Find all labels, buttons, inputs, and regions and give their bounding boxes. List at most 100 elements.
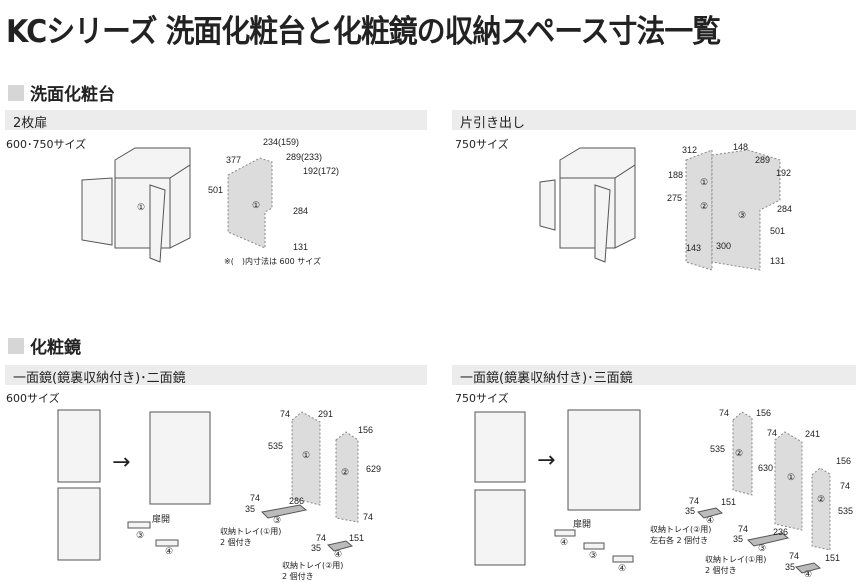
tray-label: 収納トレイ(①用) [705, 555, 767, 564]
dim-label: 74 [250, 493, 261, 503]
subheader-mirror-750: 一面鏡(鏡裏収納付き)･三面鏡 [452, 365, 856, 386]
dim-label: 630 [758, 463, 774, 473]
tray-count: 2 個付き [705, 566, 737, 575]
tray-count: 2 個付き [282, 572, 314, 581]
size-label: 750サイズ [455, 138, 509, 151]
dim-label: ② [735, 448, 744, 458]
dim-label: ④ [804, 569, 813, 579]
dim-label: 289 [755, 155, 771, 165]
dim-label: ① [700, 177, 709, 187]
dim-label: ④ [334, 549, 343, 559]
dim-label: 312 [682, 145, 698, 155]
tray [795, 562, 822, 574]
dim-label: ② [700, 201, 709, 211]
dim-label: ① [137, 202, 146, 212]
dim-label: 35 [245, 504, 256, 514]
subheader-2door: 2枚扉 [5, 110, 427, 131]
dim-label: ③ [136, 530, 145, 540]
heading-text: 化粧鏡 [30, 338, 81, 358]
storage-box-1 [685, 149, 713, 271]
mirror-illustration [149, 411, 211, 505]
dim-label: 535 [838, 506, 854, 516]
subheader-mirror-600: 一面鏡(鏡裏収納付き)･二面鏡 [5, 365, 427, 386]
dim-label: 501 [208, 185, 224, 195]
dim-label: 289(233) [286, 152, 323, 162]
door-open-label: 扉開 [152, 514, 171, 524]
dim-label: 192 [776, 168, 792, 178]
mirror-illustration [57, 487, 101, 561]
dim-label: 74 [738, 524, 749, 534]
dim-label: 151 [349, 533, 365, 543]
dim-label: 535 [268, 441, 284, 451]
dim-label: ④ [618, 563, 627, 573]
page-title: KCシリーズ 洗面化粧台と化粧鏡の収納スペース寸法一覧 [6, 14, 721, 50]
mirror-box-1 [291, 411, 321, 506]
dim-label: 74 [280, 409, 291, 419]
dim-label: 284 [293, 206, 309, 216]
dim-label: 74 [767, 428, 778, 438]
dim-label: 35 [685, 506, 696, 516]
storage-box-1 [227, 157, 273, 249]
mirror-illustration [57, 409, 101, 483]
dim-label: 151 [721, 497, 737, 507]
mirror-illustration [567, 409, 641, 511]
dim-label: ① [787, 472, 796, 482]
dim-label: 284 [777, 204, 793, 214]
dim-label: 74 [840, 481, 851, 491]
tray [746, 532, 790, 547]
dim-label: 241 [805, 429, 821, 439]
mirror-box-r1 [774, 431, 803, 531]
dim-label: 131 [770, 256, 786, 266]
tray [327, 540, 354, 552]
tray [697, 507, 724, 519]
door-open-label: 扉開 [573, 519, 592, 529]
dim-label: 35 [785, 562, 796, 572]
dim-label: 35 [733, 534, 744, 544]
dim-label: 156 [756, 408, 772, 418]
dim-label: 236 [773, 527, 789, 537]
dim-label: 286 [289, 496, 305, 506]
arrow-icon: → [112, 450, 131, 475]
heading-text: 洗面化粧台 [30, 85, 115, 105]
dim-label: 143 [686, 243, 702, 253]
dim-label: 156 [358, 425, 374, 435]
heading-square-icon [8, 84, 24, 101]
dim-label: 234(159) [263, 137, 300, 147]
dim-label: 300 [716, 241, 732, 251]
dim-label: ③ [758, 543, 767, 553]
dim-label: 501 [770, 226, 786, 236]
tray-label: 収納トレイ(②用) [282, 561, 344, 570]
dim-label: ③ [273, 515, 282, 525]
dim-label: ② [341, 467, 350, 477]
tray-label: 収納トレイ(①用) [220, 527, 282, 536]
tray [260, 504, 308, 519]
storage-box-3 [711, 149, 781, 271]
dim-label: 291 [318, 409, 334, 419]
dim-label: 74 [789, 551, 800, 561]
dim-label: ④ [706, 515, 715, 525]
mirror-illustration [474, 411, 526, 483]
dim-label: 74 [316, 533, 327, 543]
mirror-illustration [474, 489, 526, 566]
vanity-drawer-illustration [539, 147, 636, 263]
dim-label: ④ [165, 546, 174, 556]
arrow-icon: → [537, 448, 556, 473]
tray-label: 収納トレイ(②用) [650, 525, 712, 534]
dim-label: 156 [836, 456, 852, 466]
dim-label: ③ [738, 210, 747, 220]
section-heading-vanity: 洗面化粧台 [8, 80, 115, 105]
section-heading-mirror: 化粧鏡 [8, 333, 81, 358]
size-label: 600･750サイズ [6, 138, 87, 151]
dim-label: ② [817, 494, 826, 504]
dim-label: ④ [560, 537, 569, 547]
heading-square-icon [8, 337, 24, 354]
dim-label: 74 [719, 408, 730, 418]
mirror-box-r2b [811, 467, 831, 551]
dim-label: 74 [689, 496, 700, 506]
dim-label: 148 [733, 142, 749, 152]
mirror-box-r2a [732, 411, 753, 496]
dim-label: 151 [825, 553, 841, 563]
dim-label: 629 [366, 464, 382, 474]
dim-label: 131 [293, 242, 309, 252]
